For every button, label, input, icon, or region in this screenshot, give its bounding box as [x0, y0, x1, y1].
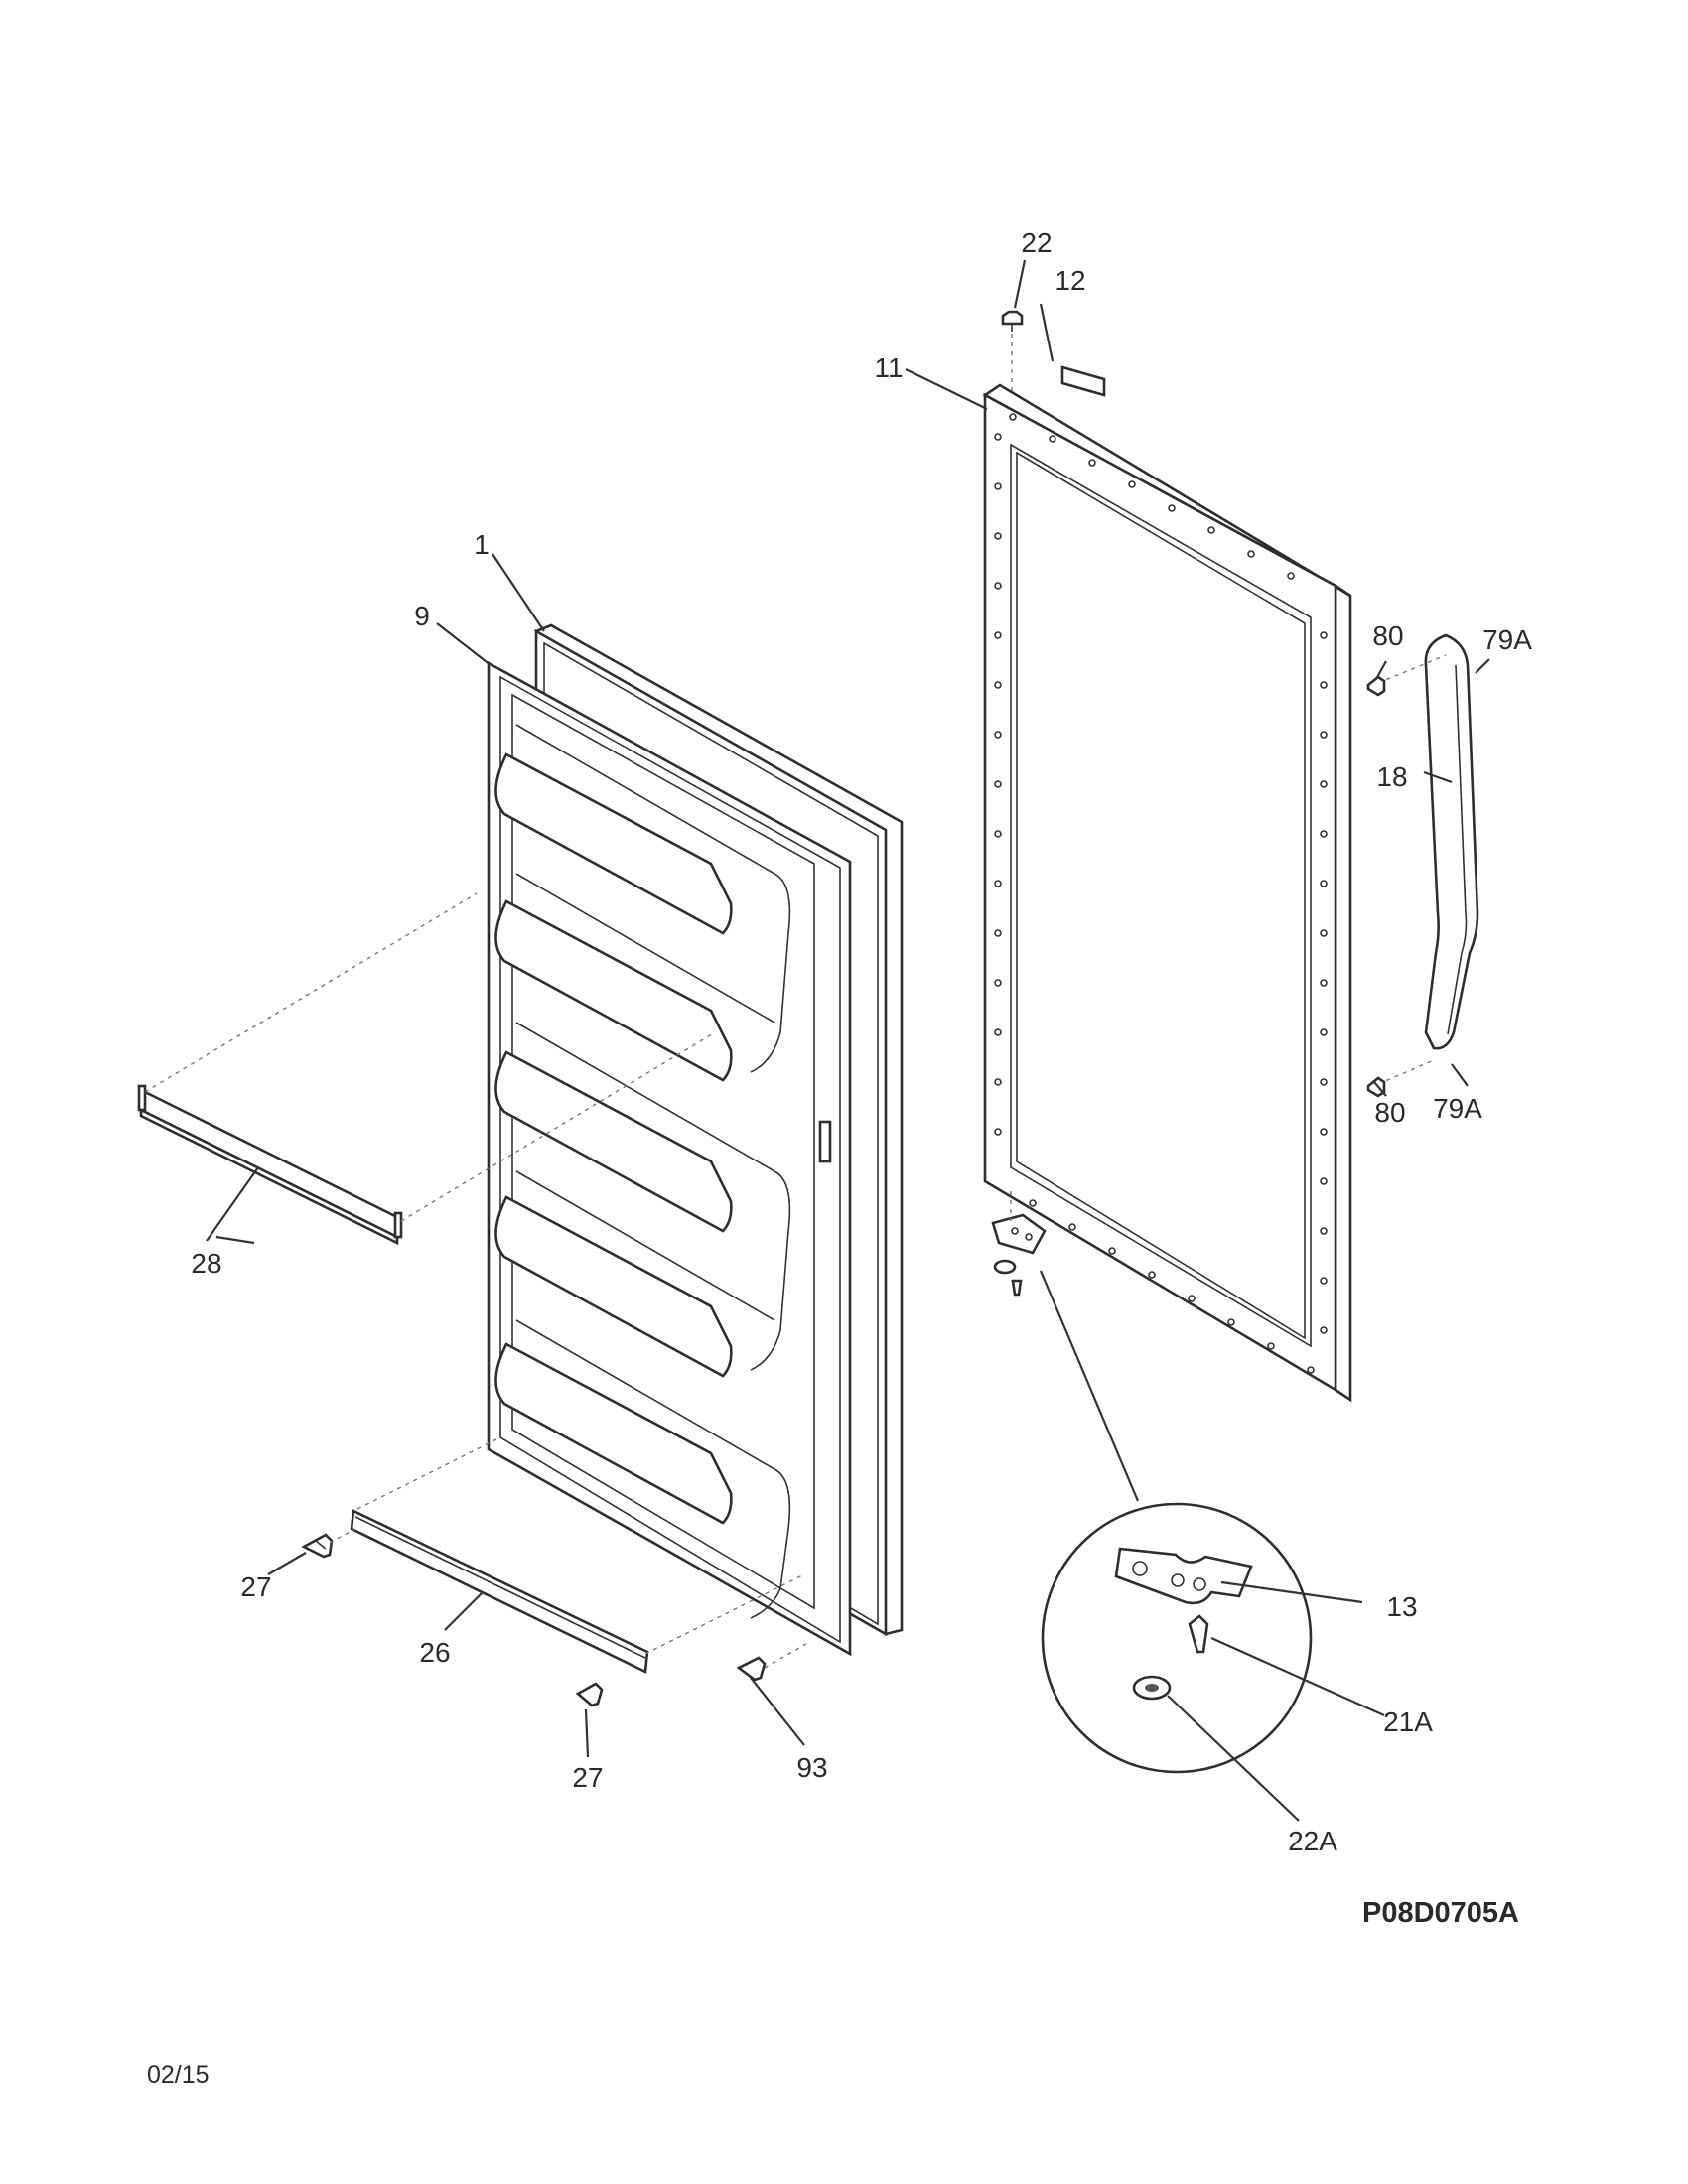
outer-door-panel	[982, 383, 1352, 1403]
label-decal-12	[1060, 365, 1106, 397]
callout-leaders	[206, 259, 1490, 1822]
screw-27-top	[301, 1533, 334, 1559]
callout-1: 1	[474, 529, 490, 560]
callout-27-bottom: 27	[572, 1762, 603, 1793]
callout-27-top: 27	[240, 1571, 271, 1602]
callout-80-top: 80	[1372, 620, 1403, 651]
callout-12: 12	[1055, 265, 1085, 296]
screw-80-bottom	[1366, 1076, 1386, 1098]
callout-22A: 22A	[1288, 1826, 1337, 1856]
callout-9: 9	[414, 601, 430, 631]
callout-28: 28	[191, 1248, 221, 1279]
door-shelves	[494, 724, 791, 1619]
revision-date: 02/15	[147, 2061, 210, 2089]
callout-21A: 21A	[1383, 1706, 1433, 1737]
inner-door-liner-9	[487, 660, 852, 1657]
screw-80-top	[1366, 675, 1386, 697]
diagram-code: P08D0705A	[1362, 1897, 1519, 1929]
shelf-rail-28	[137, 1084, 403, 1246]
screw-22	[1001, 310, 1024, 332]
callout-22: 22	[1021, 227, 1052, 258]
bottom-strip-26	[350, 1509, 649, 1674]
callout-18: 18	[1376, 761, 1407, 792]
callout-93: 93	[796, 1752, 827, 1783]
screw-93	[736, 1656, 767, 1682]
callout-80-bottom: 80	[1374, 1097, 1405, 1128]
screw-27-bottom	[575, 1682, 604, 1707]
callout-labels: 1 9 11 12 13 18 21A 22 22A 26 27 27 28 7…	[191, 227, 1532, 1856]
callout-11: 11	[874, 352, 903, 383]
panel-screw-holes	[994, 413, 1328, 1374]
door-handle-18	[1424, 633, 1479, 1050]
callout-79A-bottom: 79A	[1433, 1093, 1482, 1124]
hinge-detail-magnified	[1041, 1502, 1313, 1774]
callout-79A-top: 79A	[1482, 624, 1532, 655]
callout-26: 26	[419, 1637, 450, 1668]
hinge-small-parts	[991, 1191, 1047, 1297]
callout-13: 13	[1386, 1591, 1417, 1622]
